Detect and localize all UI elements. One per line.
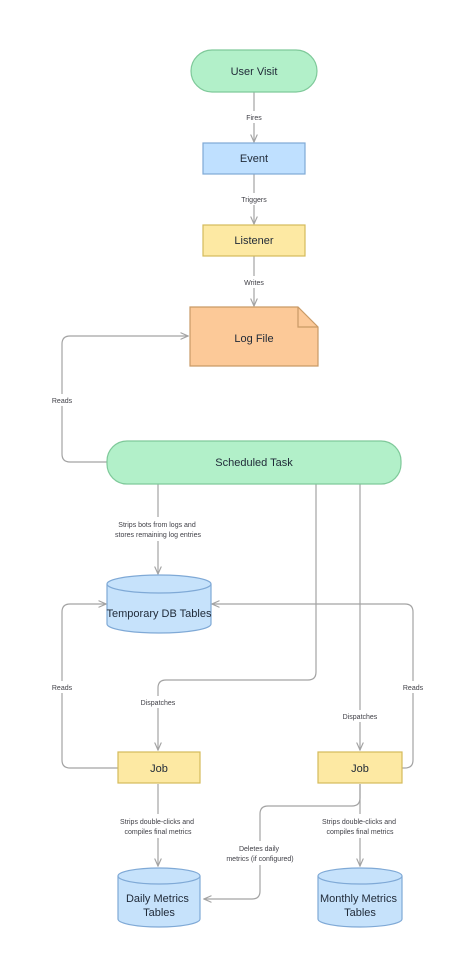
label-strips-right-line1: Strips double-clicks and [322,819,396,826]
label-reads-log: Reads [52,398,73,405]
node-job-left-label: Job [150,763,168,775]
label-triggers: Triggers [241,197,267,204]
label-strips-bots-line1: Strips bots from logs and [118,522,196,529]
edge-deletes-daily [204,784,361,899]
label-strips-bots-line2: stores remaining log entries [115,532,201,539]
edge-reads-right [212,604,414,769]
db-top [106,574,212,594]
label-strips-left: Strips double-clicks and compiles final … [120,819,196,836]
node-monthly-metrics-label: Monthly Metrics Tables [320,893,400,919]
label-dispatches-left: Dispatches [141,700,176,707]
node-daily-metrics[interactable]: Daily Metrics Tables [117,867,201,928]
node-job-right-label: Job [351,763,369,775]
nodes: User Visit Event Listener Log File Sched… [106,49,403,928]
db-top [117,867,201,885]
terminal-shape [190,49,318,93]
db-body [317,876,403,928]
node-job-left[interactable]: Job [117,751,201,784]
node-log-file[interactable]: Log File [189,306,319,367]
node-scheduled-task-label: Scheduled Task [215,457,293,469]
label-reads-left: Reads [52,685,73,692]
node-monthly-metrics-line1: Monthly Metrics [320,893,398,905]
process-shape [202,224,306,257]
label-reads-right: Reads [403,685,424,692]
node-daily-metrics-line2: Tables [143,907,175,919]
terminal-shape [106,440,402,485]
event-shape [202,142,306,175]
file-shape [189,306,319,367]
label-strips-right-line2: compiles final metrics [327,829,394,836]
node-temp-db[interactable]: Temporary DB Tables [106,574,212,634]
edge-labels: Fires Triggers Writes Reads Strips bots … [47,111,428,865]
label-writes: Writes [244,280,264,287]
process-shape [317,751,403,784]
node-listener-label: Listener [234,235,273,247]
node-temp-db-label: Temporary DB Tables [107,608,212,620]
label-deletes-daily-line2: metrics (if configured) [226,856,293,863]
label-fires: Fires [246,115,262,122]
label-deletes-daily: Deletes daily metrics (if configured) [226,846,293,863]
db-top [317,867,403,885]
node-monthly-metrics[interactable]: Monthly Metrics Tables [317,867,403,928]
label-strips-right: Strips double-clicks and compiles final … [322,819,398,836]
node-daily-metrics-line1: Daily Metrics [126,893,189,905]
file-fold [297,307,318,328]
node-job-right[interactable]: Job [317,751,403,784]
node-user-visit-label: User Visit [231,66,278,78]
node-log-file-label: Log File [234,333,273,345]
node-event[interactable]: Event [202,142,306,175]
label-strips-bots: Strips bots from logs and stores remaini… [115,522,201,539]
node-monthly-metrics-line2: Tables [344,907,376,919]
label-strips-left-line2: compiles final metrics [125,829,192,836]
node-event-label: Event [240,153,268,165]
label-dispatches-right: Dispatches [343,714,378,721]
node-scheduled-task[interactable]: Scheduled Task [106,440,402,485]
label-deletes-daily-line1: Deletes daily [239,846,280,853]
node-daily-metrics-label: Daily Metrics Tables [126,893,192,919]
db-body [117,876,201,928]
node-listener[interactable]: Listener [202,224,306,257]
process-shape [117,751,201,784]
edge-dispatches-left [158,484,317,750]
db-body [106,584,212,634]
label-strips-left-line1: Strips double-clicks and [120,819,194,826]
node-user-visit[interactable]: User Visit [190,49,318,93]
